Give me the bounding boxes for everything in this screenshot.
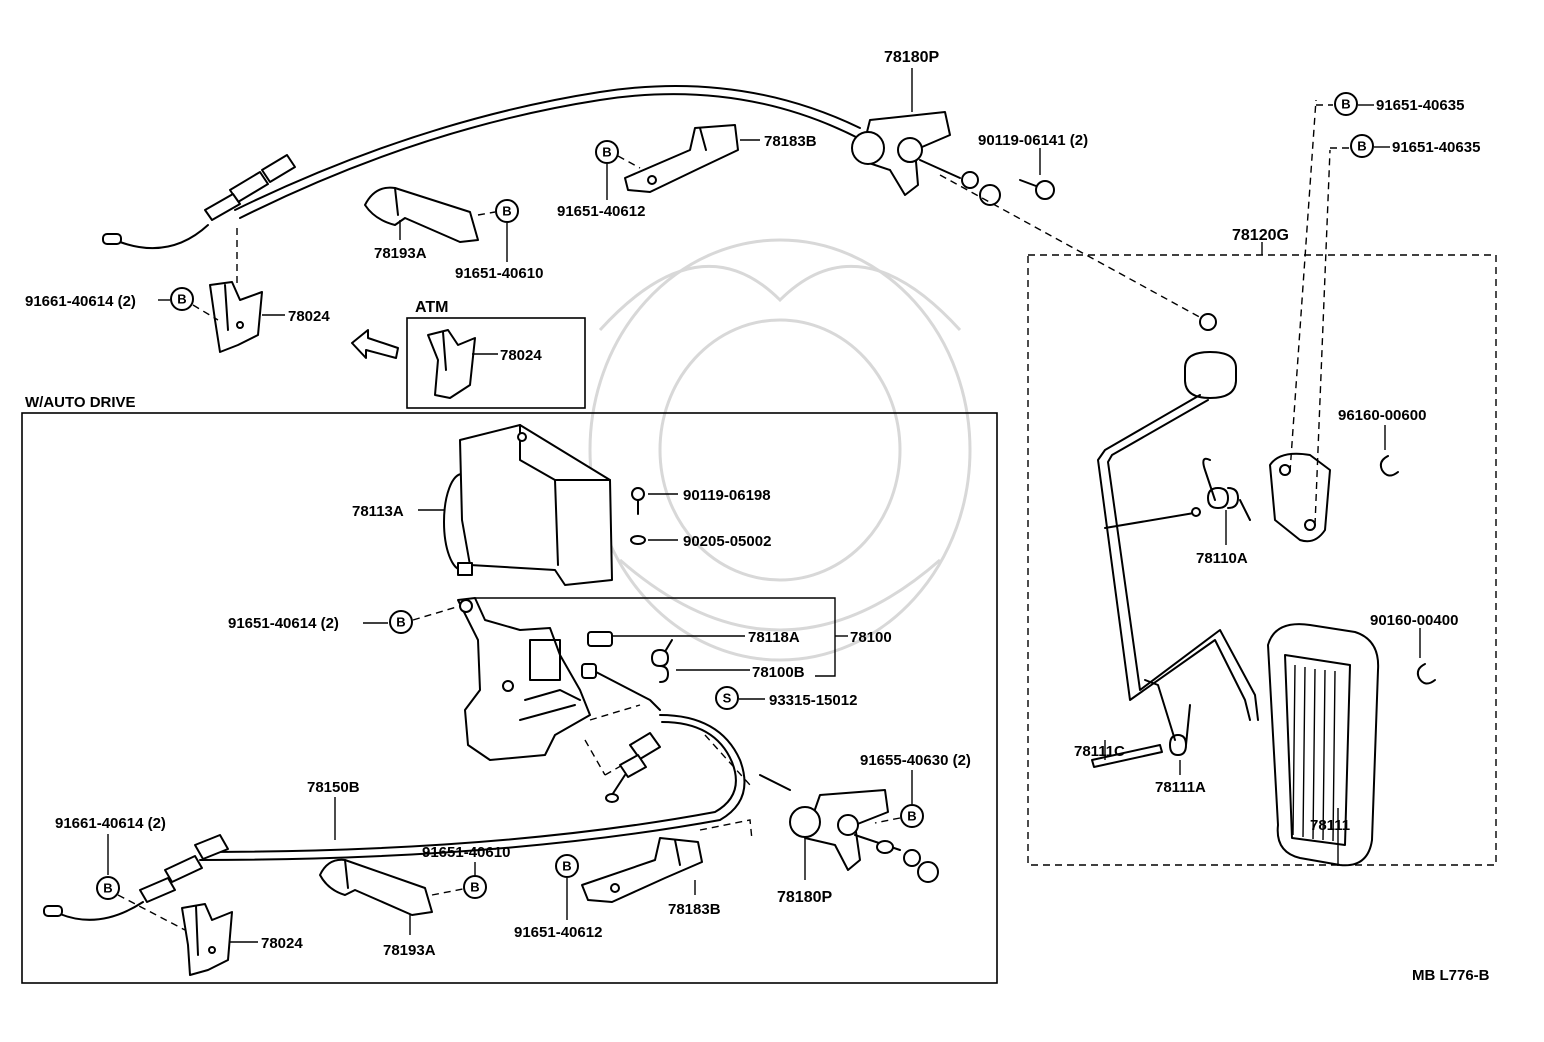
marker-b-91651-40610-top: B (495, 199, 519, 223)
label-91651-40614: 91651-40614 (2) (228, 615, 339, 632)
label-78111A: 78111A (1155, 779, 1206, 796)
label-78180P-bot: 78180P (777, 889, 832, 906)
label-90205-05002: 90205-05002 (683, 533, 771, 550)
spring-78111A (1144, 679, 1191, 756)
pin-78111C (1091, 744, 1163, 768)
marker-b-91651-40635-a: B (1334, 92, 1358, 116)
svg-text:B: B (602, 145, 611, 160)
label-78111: 78111 (1310, 817, 1350, 834)
label-91651-40635-a: 91651-40635 (1376, 97, 1464, 114)
label-78110A: 78110A (1196, 550, 1248, 567)
marker-b-91661-40614-top: B (170, 287, 194, 311)
label-78183B-bot: 78183B (668, 901, 721, 918)
clamp-78193A-top (364, 186, 479, 243)
label-78193A-top: 78193A (374, 245, 427, 262)
cable-78150B (43, 714, 751, 921)
label-78100B: 78100B (752, 664, 805, 681)
bolt-90119-06198 (631, 487, 645, 515)
arrow-to-atm (351, 329, 399, 359)
bracket-assembly-78100 (457, 597, 673, 776)
label-78024-bot: 78024 (261, 935, 303, 952)
label-91651-40610-top: 91651-40610 (455, 265, 543, 282)
marker-b-91651-40612-bot: B (555, 854, 579, 878)
label-78024-atm: 78024 (500, 347, 542, 364)
label-90119-06141: 90119-06141 (2) (978, 132, 1088, 149)
cable-bracket-78180P-top (851, 111, 1206, 321)
actuator-78113A (443, 424, 613, 586)
label-78024-top: 78024 (288, 308, 330, 325)
svg-text:B: B (907, 809, 916, 824)
label-93315-15012: 93315-15012 (769, 692, 857, 709)
label-90119-06198: 90119-06198 (683, 487, 771, 504)
clamp-78193A-bot (319, 858, 433, 916)
label-78118A: 78118A (748, 629, 800, 646)
bracket-78024-bot (181, 903, 233, 976)
clip-96160-00600 (1379, 455, 1399, 477)
label-90160-00400: 90160-00400 (1370, 612, 1458, 629)
marker-b-91655-40630: B (900, 804, 924, 828)
svg-text:B: B (396, 615, 405, 630)
bracket-78024-top (209, 281, 263, 353)
svg-text:B: B (562, 859, 571, 874)
marker-b-91661-40614-bot: B (96, 876, 120, 900)
bolt-90119-06141 (1019, 179, 1055, 200)
label-91651-40612-top: 91651-40612 (557, 203, 645, 220)
marker-b-91651-40610-bot: B (463, 875, 487, 899)
bracket-78183B-bot (581, 837, 703, 903)
marker-s-93315-15012: S (715, 686, 739, 710)
label-91661-40614-top: 91661-40614 (2) (25, 293, 136, 310)
label-78100: 78100 (850, 629, 892, 646)
pedal-assembly-box: 78120G (1027, 227, 1497, 866)
label-96160-00600: 96160-00600 (1338, 407, 1426, 424)
label-78111C: 78111C (1074, 743, 1125, 760)
cable-bracket-78180P-bot (759, 774, 939, 883)
svg-text:B: B (1341, 97, 1350, 112)
label-78120G: 78120G (1232, 227, 1289, 244)
marker-b-91651-40614: B (389, 610, 413, 634)
washer-90205-05002 (630, 535, 646, 545)
pedal-stopper-plate (1269, 99, 1350, 543)
label-78150B: 78150B (307, 779, 360, 796)
auto-drive-label: W/AUTO DRIVE (25, 394, 136, 411)
label-78113A: 78113A (352, 503, 404, 520)
clip-90160-00400 (1416, 663, 1436, 685)
label-78193A-bot: 78193A (383, 942, 436, 959)
marker-b-91651-40612-top: B (595, 140, 619, 164)
label-91651-40635-b: 91651-40635 (1392, 139, 1480, 156)
diagram-code: MB L776-B (1412, 967, 1490, 984)
atm-label: ATM (415, 299, 448, 316)
label-91651-40612-bot: 91651-40612 (514, 924, 602, 941)
label-78183B-top: 78183B (764, 133, 817, 150)
svg-text:B: B (1357, 139, 1366, 154)
atm-inset: ATM 78024 (406, 299, 586, 409)
accelerator-cable-top (102, 84, 861, 285)
auto-drive-box (21, 412, 998, 984)
svg-text:B: B (470, 880, 479, 895)
watermark-emblem (588, 238, 972, 662)
label-91651-40610-bot: 91651-40610 (422, 844, 510, 861)
spring-78110A (1202, 457, 1251, 521)
svg-text:B: B (502, 204, 511, 219)
pedal-pad-78111 (1267, 623, 1380, 867)
marker-b-91651-40635-b: B (1350, 134, 1374, 158)
svg-text:S: S (723, 691, 732, 706)
label-91661-40614-bot: 91661-40614 (2) (55, 815, 166, 832)
svg-text:B: B (103, 881, 112, 896)
svg-text:B: B (177, 292, 186, 307)
label-91655-40630: 91655-40630 (2) (860, 752, 971, 769)
pedal-arm (1097, 313, 1259, 721)
label-78180P-top: 78180P (884, 49, 939, 66)
bracket-78183B-top (624, 124, 739, 193)
